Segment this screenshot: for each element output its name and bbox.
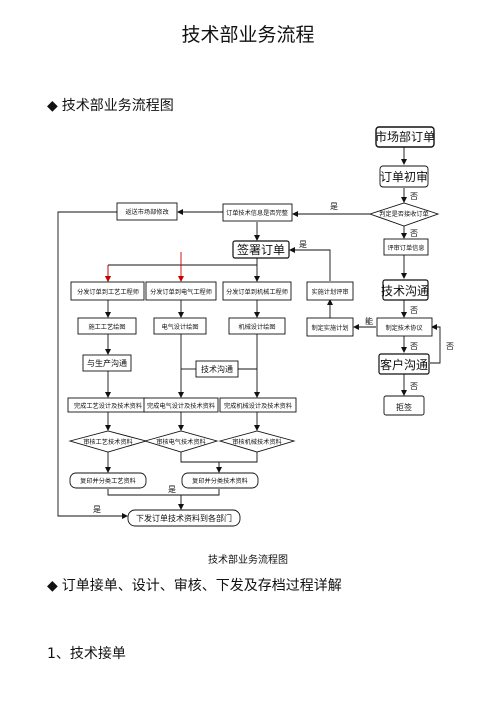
- node-order-initial-review: 订单初审: [380, 169, 428, 184]
- node-complete-mechanical-docs: 完成机械设计及技术资料: [224, 402, 292, 410]
- node-production-communication: 与生产沟通: [87, 358, 127, 368]
- node-copy-process-docs: 复印并分类工艺资料: [80, 477, 136, 485]
- node-issue-docs: 下发订单技术资料到各部门: [136, 513, 232, 523]
- node-sign-order: 签署订单: [237, 242, 285, 257]
- node-customer-communication: 客户沟通: [380, 357, 428, 372]
- section-heading-1-text: 技术部业务流程图: [61, 98, 174, 114]
- node-implementation-plan-review: 实施计划评审: [311, 288, 348, 296]
- edge-label-yes-4: 是: [93, 505, 101, 514]
- node-complete-process-docs: 完成工艺设计及技术资料: [74, 402, 142, 410]
- node-electrical-design-drawing: 电气设计绘图: [161, 323, 198, 331]
- node-copy-tech-docs: 复印并分类技术资料: [192, 477, 248, 485]
- page-title: 技术部业务流程: [181, 24, 315, 46]
- section-heading-2-text: 订单接单、设计、审核、下发及存档过程详解: [61, 578, 342, 594]
- bullet-diamond-icon: ◆: [47, 578, 58, 594]
- node-process-drawing: 施工工艺绘图: [88, 323, 125, 331]
- node-dispatch-mechanical-engineer: 分发订单到机械工程师: [226, 288, 288, 296]
- node-complete-electrical-docs: 完成电气设计及技术资料: [147, 402, 215, 410]
- node-dispatch-process-engineer: 分发订单到工艺工程师: [77, 288, 139, 296]
- node-decision-accept-order: 判定是否接收订单: [379, 210, 429, 218]
- edge-label-no-5: 否: [446, 342, 454, 351]
- node-mechanical-design-drawing: 机械设计绘图: [238, 323, 275, 331]
- node-market-order: 市场部订单: [375, 129, 435, 144]
- edge-label-no-6: 否: [410, 382, 418, 391]
- node-review-process-docs: 审核工艺技术资料: [83, 438, 133, 446]
- node-review-mechanical-docs: 审核机械技术资料: [232, 438, 282, 446]
- section-heading-tech-order-intake: 1、技术接单: [47, 646, 126, 662]
- node-tech-info-check: 订单技术信息是否完整: [226, 209, 288, 217]
- node-tech-communication-right: 技术沟通: [381, 284, 429, 298]
- edge-label-no-3: 否: [410, 306, 418, 315]
- section-heading-flowchart: ◆技术部业务流程图: [47, 95, 174, 115]
- node-review-electrical-docs: 审核电气技术资料: [156, 438, 206, 446]
- node-tech-communication-center: 技术沟通: [201, 364, 233, 374]
- edge-label-yes-3: 是: [168, 485, 176, 494]
- edge-label-yes-2: 是: [299, 240, 307, 249]
- node-draft-tech-agreement: 制定技术协议: [385, 324, 423, 332]
- bullet-diamond-icon: ◆: [47, 98, 58, 114]
- edge-label-no-4: 否: [410, 342, 418, 351]
- node-return-to-market: 返送市场部修改: [125, 208, 168, 216]
- node-review-order-info: 评审订单信息: [387, 244, 424, 252]
- edge-label-yes-1: 是: [330, 202, 338, 211]
- edge-label-no-1: 否: [410, 192, 418, 201]
- node-dispatch-electrical-engineer: 分发订单到电气工程师: [150, 288, 212, 296]
- node-reject: 拒签: [396, 402, 412, 412]
- edge-label-can: 能: [365, 316, 373, 326]
- figure-caption: 技术部业务流程图: [208, 555, 288, 566]
- section-heading-process-details: ◆订单接单、设计、审核、下发及存档过程详解: [47, 575, 342, 595]
- edge-label-no-2: 否: [410, 229, 418, 238]
- node-draft-implementation-plan: 制定实施计划: [311, 324, 348, 332]
